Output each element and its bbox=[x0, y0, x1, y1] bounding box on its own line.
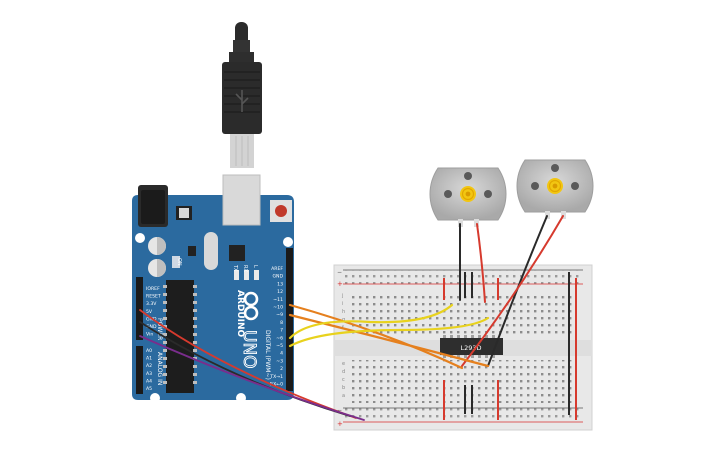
pin-label: 4 bbox=[280, 351, 283, 357]
arduino-uno-board[interactable]: ARDUINO UNO TX RX L ON DIGITAL (PWM~) PO… bbox=[132, 174, 294, 403]
rx-label: RX bbox=[242, 265, 248, 272]
svg-text:d: d bbox=[342, 369, 345, 375]
svg-text:g: g bbox=[342, 317, 345, 323]
pin-label: GND bbox=[272, 274, 283, 280]
arduino-brand-label: ARDUINO bbox=[235, 290, 245, 338]
pin-label: AREF bbox=[271, 266, 283, 272]
motor-2-red-lead[interactable] bbox=[461, 215, 564, 367]
svg-text:a: a bbox=[342, 393, 345, 399]
wire-red-5v[interactable] bbox=[139, 309, 357, 419]
gear-icon bbox=[547, 178, 563, 194]
pin-label: ~10 bbox=[273, 305, 283, 311]
rail-minus-label: − bbox=[337, 269, 342, 276]
usb-cable[interactable] bbox=[222, 22, 262, 168]
svg-text:i: i bbox=[342, 301, 343, 307]
pin-label: RESET bbox=[146, 294, 161, 300]
mount-hole bbox=[236, 393, 246, 403]
pin-label: A2 bbox=[146, 363, 152, 369]
wire-purple[interactable] bbox=[139, 335, 365, 421]
mount-hole bbox=[150, 393, 160, 403]
usb-port bbox=[222, 174, 261, 226]
svg-text:b: b bbox=[342, 385, 345, 391]
pin-label: ~3 bbox=[276, 358, 283, 364]
l-label: L bbox=[252, 265, 258, 268]
svg-text:e: e bbox=[342, 361, 345, 367]
pin-label: 3.3V bbox=[146, 301, 157, 307]
pin-label: 13 bbox=[277, 281, 283, 287]
pin-label: 7 bbox=[280, 328, 283, 334]
pin-label: A3 bbox=[146, 371, 152, 377]
pin-label: A1 bbox=[146, 356, 152, 362]
terminal-strip-top[interactable] bbox=[352, 292, 576, 335]
pin-label: IOREF bbox=[146, 286, 160, 292]
infinity-logo-icon bbox=[243, 291, 259, 321]
power-header[interactable] bbox=[136, 277, 143, 340]
mount-hole bbox=[283, 237, 293, 247]
svg-text:h: h bbox=[342, 309, 345, 315]
pin-label: ~9 bbox=[276, 312, 283, 318]
motor-1-red-lead[interactable] bbox=[476, 223, 486, 303]
pin-label: ~6 bbox=[276, 335, 283, 341]
row-letters-bottom: e d c b a bbox=[342, 361, 345, 399]
pin-label: 5V bbox=[146, 309, 153, 315]
gear-icon bbox=[460, 186, 476, 202]
l293d-chip[interactable]: L293D bbox=[440, 335, 503, 358]
mount-hole bbox=[135, 233, 145, 243]
analog-label: ANALOG IN bbox=[156, 352, 163, 385]
pin-label: 12 bbox=[277, 289, 283, 295]
pin-label: 2 bbox=[280, 366, 283, 372]
top-power-rail[interactable] bbox=[343, 270, 583, 284]
chip-label: L293D bbox=[460, 344, 481, 352]
svg-text:c: c bbox=[342, 377, 345, 383]
svg-text:j: j bbox=[341, 293, 343, 299]
pin-label: TX→1 bbox=[269, 374, 283, 380]
digital-label: DIGITAL (PWM~) bbox=[264, 330, 271, 380]
pin-label: ~11 bbox=[273, 297, 283, 303]
wires bbox=[139, 215, 564, 421]
power-label: POWER bbox=[156, 318, 163, 340]
pin-label: A5 bbox=[146, 386, 152, 392]
pin-label: ~5 bbox=[276, 343, 283, 349]
crystal bbox=[204, 232, 218, 270]
on-label: ON bbox=[176, 258, 182, 266]
rail-plus-label: + bbox=[337, 420, 343, 428]
pin-label: Vin bbox=[146, 332, 153, 338]
bottom-power-rail[interactable] bbox=[343, 408, 583, 422]
wire-orange-pin10[interactable] bbox=[288, 303, 464, 370]
pin-label: 8 bbox=[280, 320, 283, 326]
breadboard[interactable]: − + − + j i h g f e d c b a bbox=[333, 264, 593, 431]
wire-yellow-pin6[interactable] bbox=[288, 303, 454, 340]
wire-yellow-pin5[interactable] bbox=[288, 316, 490, 348]
pin-label: RX←0 bbox=[270, 382, 283, 388]
pin-label: A4 bbox=[146, 378, 152, 384]
pin-label: GND bbox=[146, 324, 157, 330]
pin-label: A0 bbox=[146, 348, 152, 354]
rail-plus-label: + bbox=[337, 280, 343, 288]
dc-motor-2[interactable] bbox=[516, 159, 594, 219]
rail-minus-label: − bbox=[337, 407, 342, 414]
arduino-model-label: UNO bbox=[239, 330, 259, 369]
tx-label: TX bbox=[232, 264, 238, 272]
wire-orange-pin9[interactable] bbox=[288, 313, 490, 368]
dc-motor-1[interactable] bbox=[429, 167, 507, 227]
digital-header[interactable] bbox=[286, 248, 293, 391]
usb-symbol-icon bbox=[235, 90, 249, 112]
analog-header[interactable] bbox=[136, 346, 143, 394]
